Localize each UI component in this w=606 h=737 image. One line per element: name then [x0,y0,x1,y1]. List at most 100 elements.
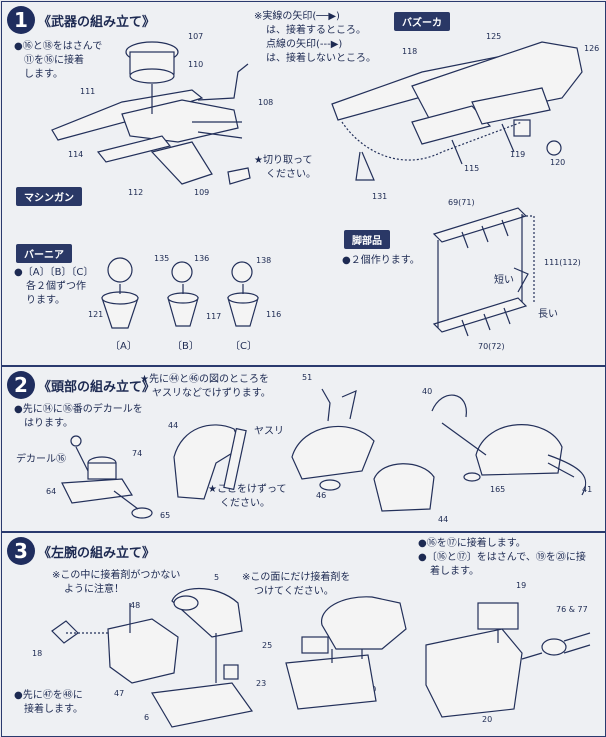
part-number: 65 [160,511,171,520]
step-1-title: 《武器の組み立て》 [38,15,156,30]
step-2-title: 《頭部の組み立て》 [38,380,156,395]
vernier-variant-c: 〔C〕 [230,341,257,352]
part-number: 5 [214,573,220,582]
part-number: 40 [422,387,433,396]
decal-label: デカール⑯ [16,454,66,465]
file-note-line: ヤスリなどでけずります。 [152,388,271,399]
vernier-variant-a: 〔A〕 [110,341,137,352]
part-number: 69(71) [448,198,475,207]
part-number: 44 [168,421,179,430]
step-1-weapons-section: 1 《武器の組み立て》 ●⑯と⑱をはさんで ⑪を⑯に接着 します。 ※実線の矢印… [1,1,606,366]
attach-line: 着します。 [430,566,479,577]
vernier-note-line: ります。 [26,295,65,306]
part-number: 117 [206,312,222,321]
part-number: 76 & 77 [556,605,588,614]
arrow-legend: ※実線の矢印(──▶) は、接着するところ。 点線の矢印(---▶) は、接着し… [254,10,376,66]
part-number: 109 [194,188,210,197]
part-number: 111(112) [544,258,581,267]
arm-right-drawing [425,602,591,718]
shave-note-line: ★ここをけずって [208,484,287,495]
arm-left-drawing [51,587,254,728]
part-number: 48 [130,601,141,610]
step-2-head-section: 2 《頭部の組み立て》 ●先に⑭に⑯番のデカールを はります。 ★先に㊹と㊻の図… [1,366,606,532]
part-number: 110 [188,60,204,69]
part-number: 125 [486,32,502,41]
part-number: 138 [256,256,272,265]
file-note-line: ★先に㊹と㊻の図のところを [140,374,269,385]
vernier-variant-b: 〔B〕 [172,341,199,352]
leg-short-label: 短い [494,275,514,286]
vernier-note-line: 各２個ずつ作 [26,281,86,292]
weapons-illustration [51,41,583,337]
leg-note: ●２個作ります。 [342,255,420,266]
part-number: 51 [302,373,313,382]
head-illustration [61,388,587,519]
left-arm-illustration [51,587,591,728]
head-final-drawing [431,394,587,496]
part-number: 165 [490,485,506,494]
part-number: 6 [144,713,150,722]
part-number: 116 [266,310,282,319]
part-number: 47 [114,689,125,698]
bazooka-drawing [331,41,583,181]
note-line: ●⑯と⑱をはさんで [14,41,103,52]
leg-part-label: 脚部品 [344,230,390,249]
vernier-label: バーニア [16,244,72,263]
part-number: 20 [482,715,493,724]
legend-line: 点線の矢印(---▶) [266,39,343,50]
caution-line: ※この中に接着剤がつかない [52,570,181,581]
step-3-left-arm-section: 3 《左腕の組み立て》 ※この中に接着剤がつかない ように注意！ ※この面にだけ… [1,532,606,737]
caution-note: ※この中に接着剤がつかない ように注意！ [52,569,180,597]
part-number: 131 [372,192,388,201]
cut-note: ★切り取って ください。 [254,154,316,182]
step-1-note: ●⑯と⑱をはさんで ⑪を⑯に接着 します。 [14,40,102,82]
shave-note-line: ください。 [220,498,270,509]
part-number: 18 [32,649,43,658]
shave-note: ★ここをけずって ください。 [208,483,286,511]
part-number: 107 [188,32,204,41]
part-number: 64 [46,487,57,496]
leg-long-label: 長い [538,309,558,320]
glue-note: ※この面にだけ接着剤を つけてください。 [242,571,350,599]
cut-note-line: ください。 [266,169,316,180]
note-line: します。 [24,69,63,80]
attach-line: ●〔⑯と⑰〕をはさんで、⑲を⑳に接 [418,552,586,563]
part-number: 121 [88,310,104,319]
note-line: ⑪を⑯に接着 [24,55,84,66]
step-1-number: 1 [7,6,35,34]
part-number: 70(72) [478,342,505,351]
legend-line: は、接着するところ。 [266,25,366,36]
first-note-line: 接着します。 [24,704,83,715]
bazooka-label: バズーカ [394,12,450,31]
part-number: 135 [154,254,170,263]
step-2-number: 2 [7,371,35,399]
machinegun-label: マシンガン [16,187,82,206]
vernier-drawing [101,257,259,329]
note-line: はります。 [24,418,73,429]
step-3-title: 《左腕の組み立て》 [38,546,156,561]
part-number: 120 [550,158,566,167]
part-number: 112 [128,188,144,197]
caution-line: ように注意！ [64,584,124,595]
part-number: 126 [584,44,600,53]
file-note: ★先に㊹と㊻の図のところを ヤスリなどでけずります。 [140,373,271,401]
head-shell-drawing [173,388,435,512]
part-number: 114 [68,150,84,159]
legend-line: ※実線の矢印(──▶) [254,11,340,22]
attach-note: ●⑯を⑰に接着します。 ●〔⑯と⑰〕をはさんで、⑲を⑳に接 着します。 [418,537,586,579]
first-note: ●先に㊼を㊽に 接着します。 [14,689,83,717]
part-number: 136 [194,254,210,263]
file-label: ヤスリ [254,426,284,437]
legend-line: は、接着しないところ。 [266,53,376,64]
vernier-note-line: ●〔A〕〔B〕〔C〕 [14,267,94,278]
first-note-line: ●先に㊼を㊽に [14,690,83,701]
glue-line: ※この面にだけ接着剤を [242,572,351,583]
part-number: 111 [80,87,96,96]
head-sub-drawing [61,435,153,519]
part-number: 74 [132,449,143,458]
part-number: 46 [316,491,327,500]
part-number: 118 [402,47,418,56]
part-number: 108 [258,98,274,107]
attach-line: ●⑯を⑰に接着します。 [418,538,526,549]
